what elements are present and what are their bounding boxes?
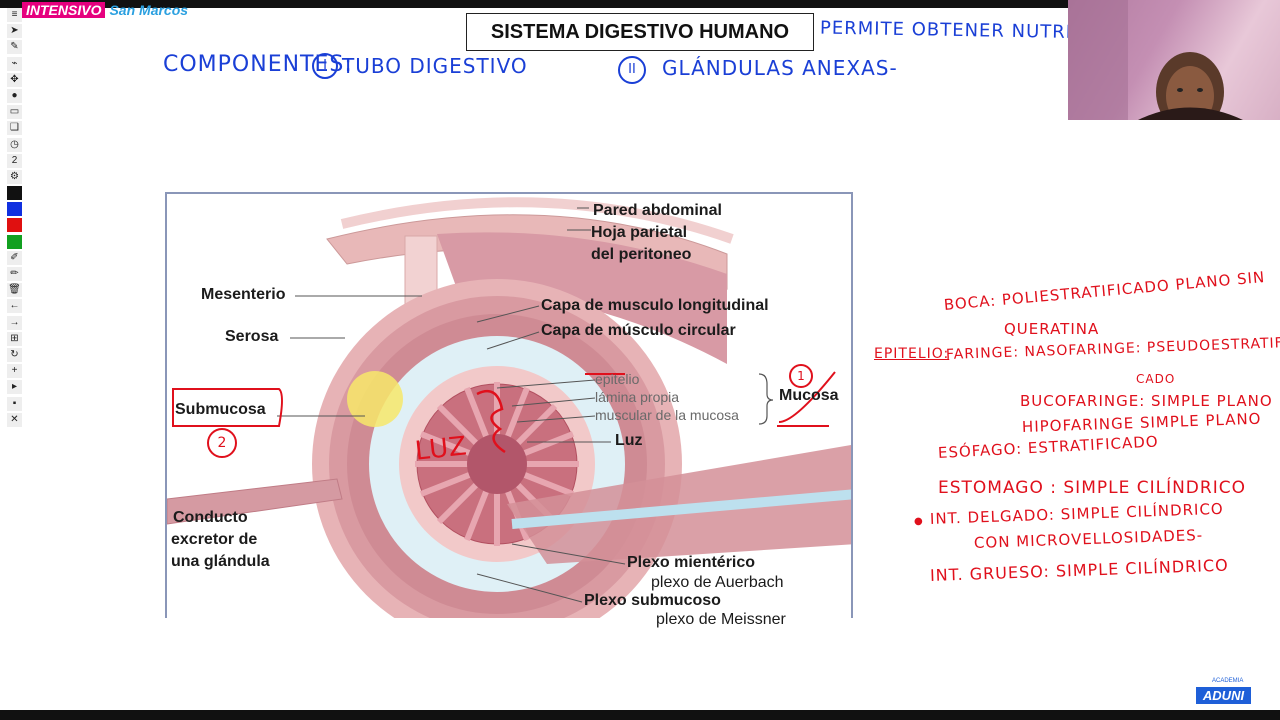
note-epitelio: EPITELIO:: [874, 346, 950, 362]
eyedropper-icon[interactable]: ⌁: [7, 56, 22, 71]
webcam-video: [1068, 0, 1280, 120]
aduni-logo-subtext: ACADEMIA: [1212, 678, 1244, 684]
handwriting-submucosa-number: 2: [207, 428, 237, 458]
label-plexo-auerbach: plexo de Auerbach: [651, 574, 784, 591]
counter-button[interactable]: 2: [7, 153, 22, 168]
note-boca: BOCA: POLIESTRATIFICADO PLANO SIN: [943, 267, 1266, 314]
counter-label: 2: [11, 154, 18, 166]
note-esofago: ESÓFAGO: ESTRATIFICADO: [937, 432, 1160, 462]
label-muscular-mucosa: muscular de la mucosa: [595, 407, 739, 423]
label-epitelio: epitelio: [595, 371, 640, 387]
aduni-logo: ADUNI: [1196, 687, 1251, 704]
eraser-icon[interactable]: ▭: [7, 105, 22, 120]
label-conducto-3: una glándula: [171, 553, 270, 570]
next-icon[interactable]: ▸: [7, 380, 22, 395]
note-faringe-2: CADO: [1136, 372, 1176, 386]
handwriting-item1: TUBO DIGESTIVO: [342, 54, 528, 78]
label-conducto-2: excretor de: [171, 531, 258, 548]
note-int-delgado: INT. DELGADO: SIMPLE CILÍNDRICO: [929, 499, 1224, 528]
label-luz: Luz: [615, 432, 643, 449]
handwriting-item2-number: II: [618, 56, 646, 84]
trash-icon[interactable]: 🗑: [7, 283, 22, 298]
note-int-grueso: INT. GRUESO: SIMPLE CILÍNDRICO: [929, 555, 1230, 585]
note-faringe: FARINGE: NASOFARINGE: PSEUDOESTRATIFI-: [945, 334, 1280, 363]
bullet-icon: ●: [914, 516, 924, 527]
record-icon[interactable]: ●: [7, 88, 22, 103]
label-hoja-parietal-2: del peritoneo: [591, 246, 692, 263]
label-conducto-1: Conducto: [173, 509, 248, 526]
menu-icon[interactable]: ≡: [7, 8, 22, 22]
note-hipofaringe: HIPOFARINGE SIMPLE PLANO: [1021, 409, 1262, 436]
handwriting-item1-number: I: [312, 53, 338, 79]
add-page-icon[interactable]: +: [7, 364, 22, 379]
note-bucofaringe: BUCOFARINGE: SIMPLE PLANO: [1020, 392, 1273, 410]
timer-icon[interactable]: ◷: [7, 137, 22, 152]
refresh-icon[interactable]: ↻: [7, 347, 22, 362]
aduni-logo-text: ADUNI: [1202, 688, 1245, 703]
note-estomago: ESTOMAGO : SIMPLE CILÍNDRICO: [938, 478, 1246, 498]
label-capa-longitudinal: Capa de musculo longitudinal: [541, 297, 769, 314]
note-boca-2: QUERATINA: [1004, 320, 1100, 338]
label-mucosa: Mucosa: [779, 387, 839, 404]
color-swatch-green[interactable]: [7, 234, 22, 249]
color-swatch-black[interactable]: [7, 186, 22, 201]
label-plexo-meissner: plexo de Meissner: [656, 611, 786, 628]
drawing-toolbar: ≡ ➤ ✎ ⌁ ✥ ● ▭ ❑ ◷ 2 ⚙ ✐ ✏ 🗑 ← → ⊞ ↻ + ▸ …: [6, 8, 23, 427]
brand-name: San Marcos: [109, 2, 189, 18]
label-hoja-parietal-1: Hoja parietal: [591, 224, 688, 241]
handwriting-item2: GLÁNDULAS ANEXAS-: [662, 56, 898, 80]
handwriting-mucosa-number: 1: [789, 364, 813, 388]
settings-icon[interactable]: ⚙: [7, 169, 22, 184]
highlighter-icon[interactable]: ✏: [7, 267, 22, 281]
digestive-wall-illustration: [167, 197, 851, 618]
move-icon[interactable]: ✥: [7, 72, 22, 87]
stop-icon[interactable]: ▪: [7, 396, 22, 411]
note-int-delgado-2: CON MICROVELLOSIDADES-: [973, 526, 1204, 552]
digestive-wall-figure: Pared abdominal Hoja parietal del perito…: [165, 192, 853, 628]
pointer-icon[interactable]: ➤: [7, 24, 22, 39]
color-swatch-blue[interactable]: [7, 202, 22, 217]
label-capa-circular: Capa de músculo circular: [541, 322, 736, 339]
close-icon[interactable]: ✕: [7, 412, 22, 427]
undo-icon[interactable]: ←: [7, 299, 22, 314]
label-serosa: Serosa: [225, 328, 279, 345]
color-swatch-red[interactable]: [7, 218, 22, 233]
label-plexo-mienterico: Plexo mientérico: [627, 554, 756, 571]
label-submucosa: Submucosa: [175, 401, 266, 418]
pen-icon[interactable]: ✎: [7, 40, 22, 55]
brand-badge: INTENSIVO: [22, 2, 106, 18]
grid-icon[interactable]: ⊞: [7, 331, 22, 346]
label-mesenterio: Mesenterio: [201, 286, 286, 303]
redo-icon[interactable]: →: [7, 315, 22, 330]
label-plexo-submucoso: Plexo submucoso: [584, 592, 721, 609]
handwriting-luz: LUZ: [413, 431, 470, 467]
top-bar: [0, 0, 1068, 8]
handwriting-permite: PERMITE OBTENER NUTRIEN: [819, 17, 1100, 44]
marker-icon[interactable]: ✐: [7, 250, 22, 265]
page-title: SISTEMA DIGESTIVO HUMANO: [466, 13, 814, 51]
page-icon[interactable]: ❑: [7, 121, 22, 136]
label-pared-abdominal: Pared abdominal: [593, 202, 722, 219]
label-lamina-propia: lámina propia: [595, 389, 680, 405]
presenter-image: [1068, 0, 1243, 120]
bottom-bar: [0, 710, 1280, 720]
